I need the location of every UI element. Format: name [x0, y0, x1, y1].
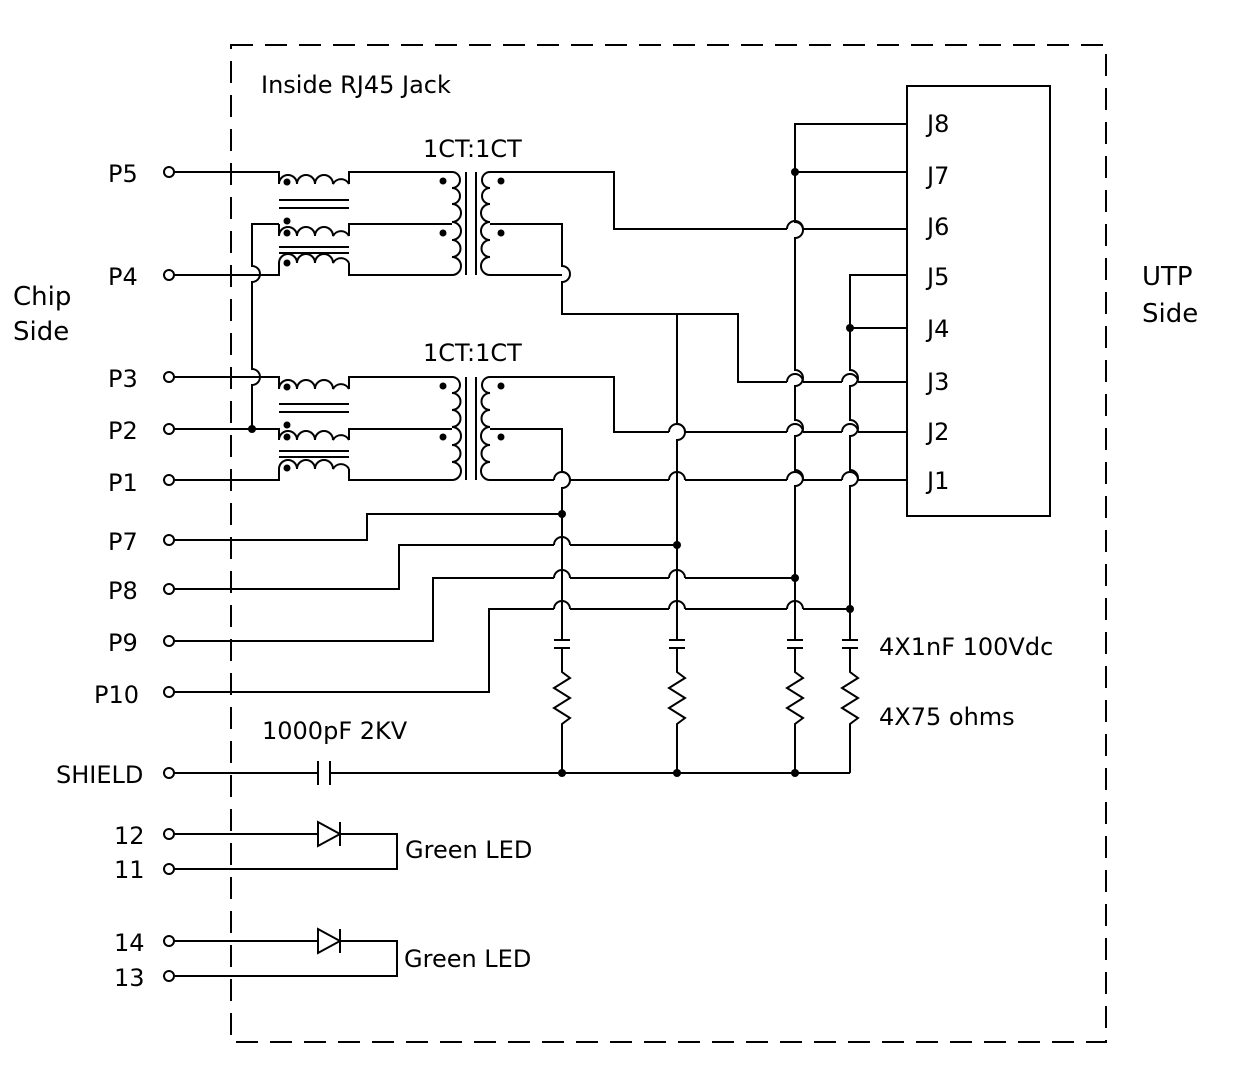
utp-side-label-1: UTP [1142, 262, 1193, 292]
shield-junction-dots [558, 769, 799, 777]
transformer-label-top: 1CT:1CT [423, 135, 522, 163]
utp-junction-dots [558, 168, 854, 613]
pin-label-14: 14 [114, 929, 145, 957]
pin-label-p2: P2 [108, 417, 138, 445]
enclosure-label: Inside RJ45 Jack [261, 71, 451, 99]
jack-pin-j3: J3 [925, 368, 949, 396]
pin-terminals [163, 166, 175, 982]
center-tap-bus [251, 223, 279, 429]
pin-label-p3: P3 [108, 365, 138, 393]
utp-wiring [490, 123, 907, 640]
green-led-1 [174, 820, 398, 870]
pin-label-shield: SHIELD [56, 761, 143, 789]
pin-label-12: 12 [114, 822, 145, 850]
shield-circuit [174, 761, 850, 785]
jack-pin-j6: J6 [925, 213, 949, 241]
utp-side-label-2: Side [1142, 299, 1198, 329]
chip-side-label-1: Chip [13, 282, 71, 312]
pin-label-p7: P7 [108, 528, 138, 556]
jack-pin-j5: J5 [925, 263, 949, 291]
pin-label-p8: P8 [108, 577, 138, 605]
polarity-dots-top [283, 177, 505, 267]
pin-label-p5: P5 [108, 160, 138, 188]
jack-pin-j2: J2 [925, 418, 949, 446]
jack-pin-j1: J1 [925, 467, 949, 495]
common-mode-choke-bottom [174, 376, 452, 481]
termination-capacitors [554, 639, 858, 649]
led2-label: Green LED [404, 945, 531, 973]
chip-side-label-2: Side [13, 317, 69, 347]
transformer-top [451, 171, 491, 276]
pin-label-p1: P1 [108, 469, 138, 497]
shield-cap-label: 1000pF 2KV [262, 717, 408, 745]
bob-smith-pins-wiring [174, 220, 859, 693]
transformer-bottom [451, 376, 491, 481]
resistors-label: 4X75 ohms [879, 703, 1015, 731]
termination-resistors [552, 648, 860, 773]
pin-label-11: 11 [114, 856, 145, 884]
jack-connector-box [906, 85, 1051, 517]
jack-pin-j8: J8 [925, 110, 949, 138]
pin-label-p9: P9 [108, 629, 138, 657]
pin-label-p10: P10 [94, 681, 139, 709]
polarity-dots-bottom [283, 382, 505, 472]
capacitors-label: 4X1nF 100Vdc [879, 633, 1053, 661]
led1-label: Green LED [405, 836, 532, 864]
pin-label-13: 13 [114, 964, 145, 992]
rj45-enclosure [230, 44, 1107, 1043]
jack-pin-j4: J4 [925, 315, 949, 343]
common-mode-choke-top [174, 171, 452, 276]
pin-label-p4: P4 [108, 263, 138, 291]
green-led-2 [174, 927, 398, 977]
jack-pin-j7: J7 [925, 162, 949, 190]
junction-dot [248, 425, 256, 433]
transformer-label-bottom: 1CT:1CT [423, 339, 522, 367]
